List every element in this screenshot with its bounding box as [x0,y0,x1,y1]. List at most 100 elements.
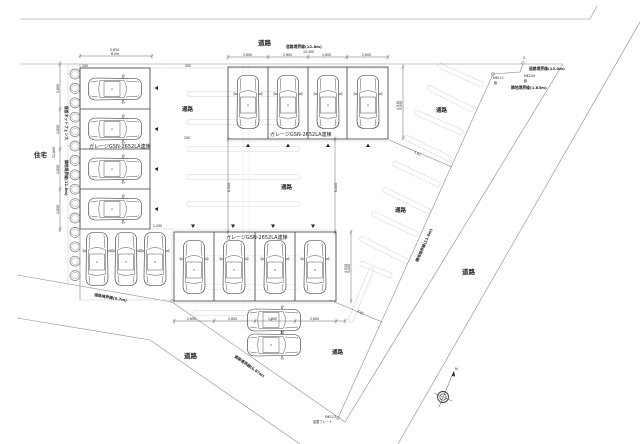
dimension-tick [386,54,390,60]
dimension-tick [343,318,347,324]
car-mirrors [273,92,303,96]
open-parking-outline [79,228,173,301]
dimension-tick [334,318,338,324]
car [82,232,112,286]
dim-top-span: 2,600 [243,53,252,57]
marker-point-mk113 [336,416,340,420]
dimension-tick [226,54,230,60]
car-center-mark [125,261,127,263]
tree-icon [69,169,81,181]
dimension-tick [226,136,230,142]
marker-mk113-label: MK113 [325,415,336,419]
open-parking-lower-left [79,228,173,301]
car-cabin [98,160,127,178]
car-roof [103,161,121,177]
arrow-up-icon [366,143,370,147]
road-label-top: 道路 [258,38,272,47]
car-body [316,75,340,129]
arrow-down-icon [231,224,235,228]
marker-mk113-type: 金属プレート [313,419,332,424]
passage-label: 通路 [436,106,448,114]
car-hood-lines [90,160,140,178]
arrow-down-icon [271,224,275,228]
car-cabin [266,255,284,284]
dim-offset: 1,250 [153,224,162,228]
car [88,74,142,104]
hedge-trees [69,68,81,281]
car-center-mark [367,104,369,106]
car-body [88,197,142,221]
cars [82,74,383,360]
dim-left-span: 2,600 [56,165,60,174]
car-mirrors [121,74,125,104]
car-hood-lines [249,311,299,329]
car [111,232,141,286]
garage-model-label-top: ガレージGSN-2652LA連棟 [270,131,332,138]
arrow-down-icon [191,224,195,228]
car-body [263,240,287,294]
car-roof [267,261,283,279]
road-far-edge-bottom [16,317,301,444]
dim-garage-depth-a: 4,910 [344,264,348,273]
tree-icon [69,111,81,123]
car-roof [103,201,121,217]
dim-garage-depth-b: 5,000 [347,264,351,273]
car-cabin [98,80,127,98]
car-mirrors [179,257,209,261]
lane-marking [382,187,431,214]
dim-aisle: 6,000 [227,183,231,192]
arrow-left-icon [154,207,158,211]
car-roof [118,253,134,271]
car-center-mark [287,104,289,106]
dimension-tick [253,318,257,324]
arrow-left-icon [154,86,158,90]
lane-marking [414,110,464,135]
car-cabin [146,247,164,276]
dim-line-diagonal-upper [388,139,453,168]
car-center-mark [270,344,272,346]
tree-icon [69,198,81,209]
passage-label: 通路 [281,183,293,191]
car-roof [360,96,376,114]
dimension-tick [349,298,353,304]
car [273,75,303,129]
boundary-label-top: 道路境界線(12.8m) [286,44,322,49]
car-cabin [319,90,337,119]
dimension-tick [266,54,270,60]
car-cabin [98,120,127,138]
north-arrow-icon [451,371,456,377]
marker-point-mk111 [491,72,495,76]
lane-marking [359,261,393,278]
arrow-up-icon [246,143,250,147]
boundary-label-diagonal: 隣地境界線(11.6m) [414,227,433,262]
car-cabin [257,336,286,354]
car-hood-lines [90,200,140,218]
car-cabin [225,255,243,284]
car-roof [262,337,280,353]
dimension-tick [58,226,62,232]
car-body [88,77,142,101]
dimension-tick [401,64,405,70]
car-center-mark [274,269,276,271]
car [300,240,330,294]
dim-bottom-span: 2,600 [187,317,196,321]
car-roof [186,261,202,279]
arrow-up-icon [286,143,290,147]
north-compass: N [433,367,458,408]
car-mirrors [280,330,284,360]
dim-left-top-a: 5,850 [110,48,119,52]
dim-left-span: 2,600 [56,125,60,134]
tree-icon [69,126,81,137]
car-hood-lines [319,77,337,127]
dimension-ticks [58,53,405,324]
car-roof [89,253,105,271]
tree-icon [69,155,81,166]
garage-model-label-bottom: ガレージGSN-2652LA連棟 [226,234,288,241]
tree-icon [69,241,81,253]
car-center-mark [111,128,113,130]
dim-line-diagonal-lower [329,299,383,323]
lane-marking [359,236,409,264]
boundary-label-right-short: 隣地境界線(1.83m) [511,85,547,90]
dim-aisle: 6,000 [334,183,338,192]
car-cabin [117,247,135,276]
